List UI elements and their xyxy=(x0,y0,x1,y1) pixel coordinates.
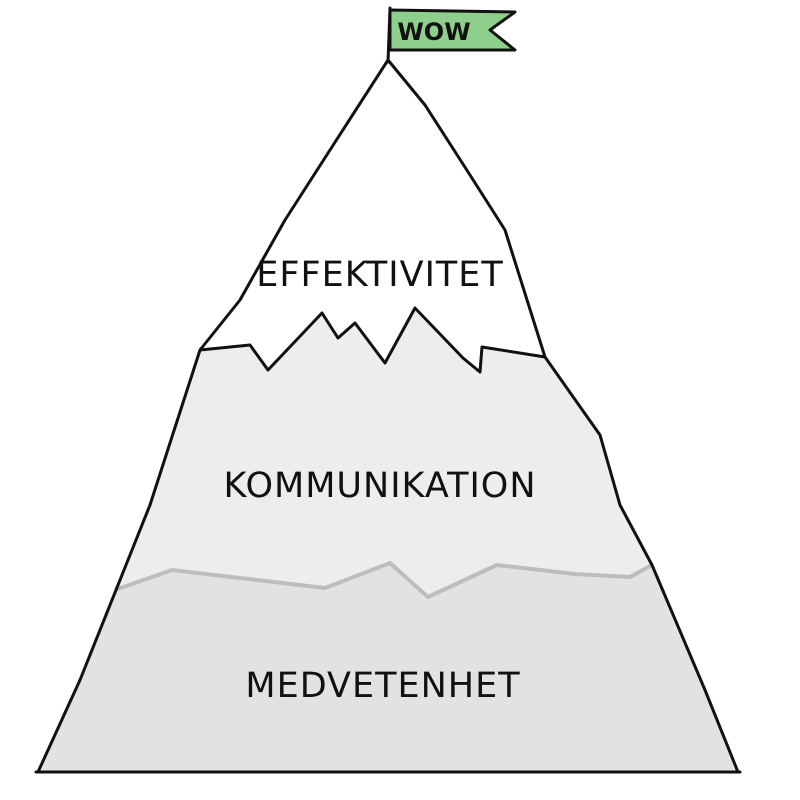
mountain-outline xyxy=(36,58,740,774)
layer-base xyxy=(38,563,738,772)
layer-top xyxy=(200,60,545,372)
label-kommunikation: KOMMUNIKATION xyxy=(223,466,536,506)
flag-text: WOW xyxy=(397,18,470,46)
layer-middle xyxy=(115,308,652,597)
label-medvetenhet: MEDVETENHET xyxy=(245,666,520,706)
label-effektivitet: EFFEKTIVITET xyxy=(256,255,504,295)
base-seam-line xyxy=(114,561,653,599)
flag-banner xyxy=(388,8,517,52)
snow-line xyxy=(198,306,547,374)
